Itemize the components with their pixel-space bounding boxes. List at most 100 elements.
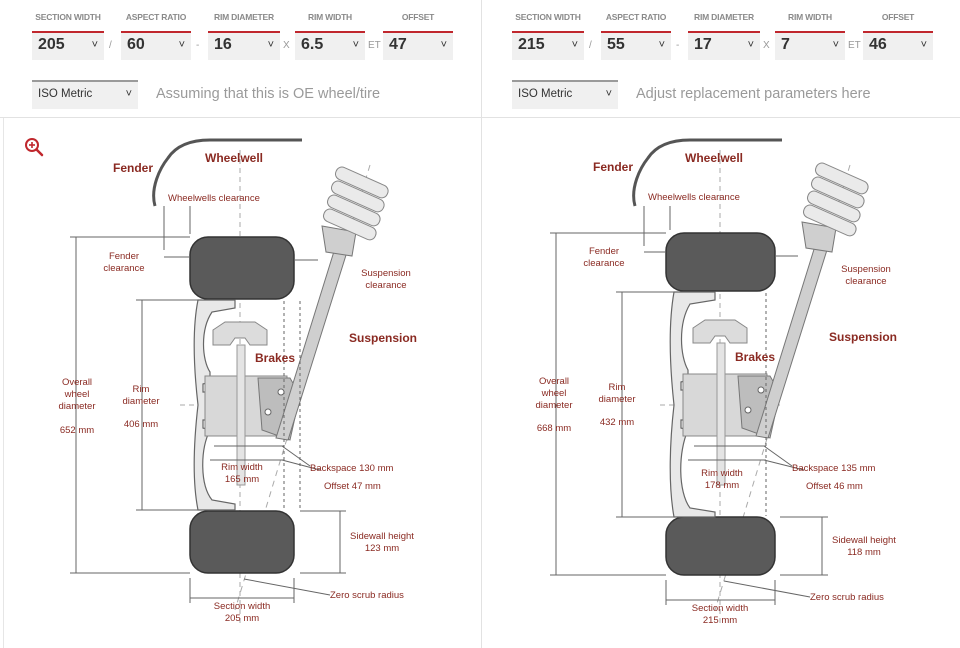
rim-diameter-diag-label: Rim [609,382,626,393]
rim-width-value: 6.5 [301,36,324,53]
suspension-clearance-label-2: clearance [365,280,406,291]
aspect-ratio-value: 55 [607,36,625,53]
coil-spring [802,162,869,237]
chevron-down-icon: ˅ [658,39,665,51]
wheelwell-label: Wheelwell [685,151,743,165]
separator: - [196,40,200,51]
rim-width-value: 7 [781,36,790,53]
wheelwells-clearance-label: Wheelwells clearance [168,193,260,204]
wheel-diagram-current: Wheelwell Fender Wheelwells clearance Fe… [59,138,417,625]
zero-scrub-label: Zero scrub radius [330,590,404,601]
chevron-down-icon: ˅ [571,39,578,51]
overall-diameter-label-2: wheel [64,389,90,400]
wheelwell-outline [152,138,302,207]
rim-diameter-value: 17 [694,36,712,53]
wheelwell-outline [632,138,782,207]
rim-profile [193,299,236,511]
aspect-ratio-label: ASPECT RATIO [125,12,187,22]
header-divider [0,117,960,118]
separator: / [109,40,112,51]
chevron-down-icon: ˅ [747,39,754,51]
knuckle-bolt [277,388,285,396]
brake-rotor [236,344,246,486]
unit-system-value: ISO Metric [38,88,93,100]
zoom-in-icon[interactable] [24,137,44,157]
offset-label: OFFSET [881,12,915,22]
fender-clearance-label: Fender [589,246,619,257]
rim-width-label: RIM WIDTH [308,12,352,22]
zero-scrub-label: Zero scrub radius [810,592,884,603]
sidewall-height-value: 118 mm [847,547,881,558]
separator: X [763,40,770,51]
wheelwells-clearance-label: Wheelwells clearance [648,192,740,203]
separator: X [283,40,290,51]
offset-diag-label: Offset 46 mm [806,481,863,492]
section-width-value: 205 [38,36,65,53]
rim-width-diag-label: Rim width [701,468,743,479]
unit-system-select[interactable]: ISO Metric˅ [512,80,618,109]
adjust-parameters-note: Adjust replacement parameters here [636,86,871,102]
tire-top [665,232,776,292]
chevron-down-icon: ˅ [352,39,359,51]
suspension-clearance-label: Suspension [841,264,891,275]
chevron-down-icon: ˅ [440,39,447,51]
left-border [3,118,4,648]
fender-label: Fender [593,160,633,174]
brakes-label: Brakes [735,350,775,364]
backspace-label: Backspace 135 mm [792,463,876,474]
sidewall-height-value: 123 mm [365,543,399,554]
aspect-ratio-label: ASPECT RATIO [605,12,667,22]
brake-rotor [716,342,726,486]
suspension-clearance-label-2: clearance [845,276,886,287]
backspace-label: Backspace 130 mm [310,463,394,474]
rim-diameter-diag-label-2: diameter [599,394,636,405]
rim-diameter-diag-label-2: diameter [123,396,160,407]
rim-width-diag-label: Rim width [221,462,263,473]
separator: / [589,40,592,51]
rim-diameter-diag-label: Rim [133,384,150,395]
unit-system-value: ISO Metric [518,88,573,100]
rim-diameter-diag-value: 406 mm [124,419,158,430]
rim-diameter-diag-value: 432 mm [600,417,634,428]
separator: ET [848,40,861,51]
section-width-diag-label: Section width [214,601,271,612]
overall-diameter-label: Overall [62,377,92,388]
current-wheel-panel: SECTION WIDTH 205˅ / ASPECT RATIO 60˅ - … [24,12,453,625]
dimension-lines [550,206,828,605]
chevron-down-icon: ˅ [832,39,839,51]
section-width-diag-value: 205 mm [225,613,259,624]
tire-bottom [189,510,295,574]
fender-label: Fender [113,161,153,175]
unit-system-select[interactable]: ISO Metric˅ [32,80,138,109]
section-width-label: SECTION WIDTH [515,12,581,22]
dimension-lines [70,206,346,603]
strut-mount [801,221,837,253]
overall-diameter-label-2: wheel [541,388,567,399]
tire-top [189,236,295,300]
strut-mount [321,225,357,257]
fender-clearance-label-2: clearance [583,258,624,269]
brake-caliper [692,319,748,344]
offset-value: 46 [869,36,887,53]
replacement-wheel-panel: SECTION WIDTH 215˅ / ASPECT RATIO 55˅ - … [480,0,960,648]
wheel-diagram-replacement: Wheelwell Fender Wheelwells clearance Fe… [536,138,897,626]
overall-diameter-label-3: diameter [536,400,573,411]
rim-width-diag-value: 178 mm [705,480,739,491]
rim-profile [669,291,716,518]
panel-divider [481,0,482,648]
separator: ET [368,40,381,51]
oe-assumption-note: Assuming that this is OE wheel/tire [156,86,381,102]
section-width-label: SECTION WIDTH [35,12,101,22]
knuckle-bolt [744,406,752,414]
coil-spring [322,166,389,241]
offset-label: OFFSET [401,12,435,22]
offset-value: 47 [389,36,407,53]
rim-diameter-label: RIM DIAMETER [214,12,274,22]
fender-clearance-label-2: clearance [103,263,144,274]
brakes-label: Brakes [255,351,295,365]
brake-caliper [212,321,268,346]
sidewall-height-label: Sidewall height [350,531,414,542]
fender-clearance-label: Fender [109,251,139,262]
suspension-label: Suspension [829,330,897,344]
